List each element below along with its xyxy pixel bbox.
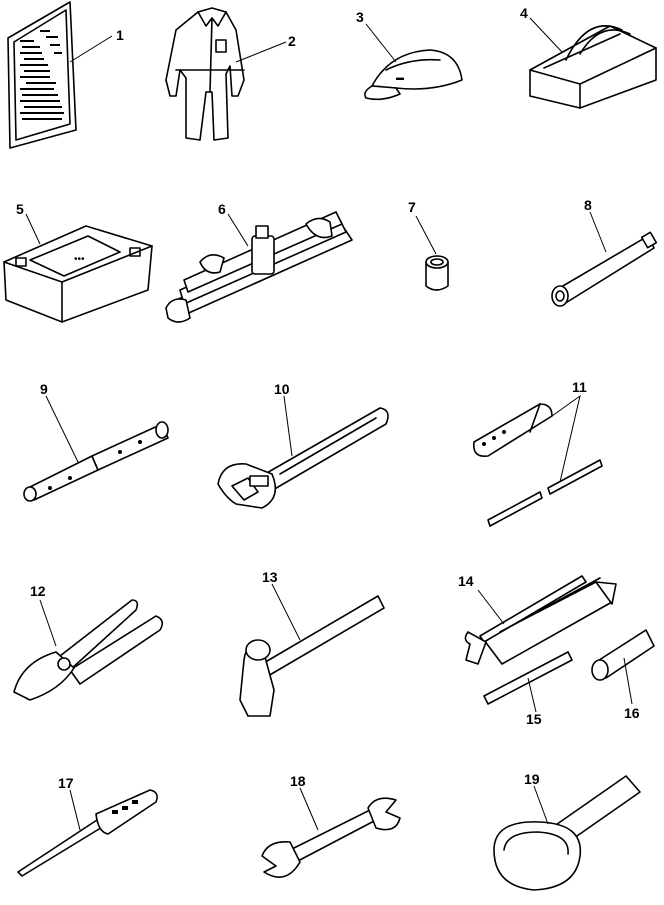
label-4: 4 [520, 5, 528, 21]
cap-icon: ▬ [364, 49, 463, 101]
wrench-set-icon [165, 211, 353, 323]
label-14: 14 [458, 573, 474, 589]
label-9: 9 [40, 381, 48, 397]
socket-extension-icon [551, 231, 658, 307]
label-11: 11 [572, 379, 587, 395]
label-13: 13 [262, 569, 278, 585]
label-10: 10 [274, 381, 290, 397]
feeler-gauge-icon [17, 789, 158, 877]
label-16: 16 [624, 705, 640, 721]
label-8: 8 [584, 197, 592, 213]
screwdriver-bits-icon [23, 421, 169, 502]
svg-text:•••: ••• [74, 254, 85, 265]
label-17: 17 [58, 775, 74, 791]
label-6: 6 [218, 201, 226, 217]
socket-icon [425, 255, 449, 291]
label-7: 7 [408, 199, 416, 215]
grease-gun-icon [464, 575, 617, 665]
label-1: 1 [116, 27, 124, 43]
cartridge-icon [591, 629, 655, 681]
tool-bag-icon [529, 25, 657, 109]
toolbox-icon: ••• [3, 225, 153, 323]
coverall-icon [165, 7, 245, 141]
adjustable-wrench-icon [217, 407, 389, 509]
label-12: 12 [30, 583, 46, 599]
spanner-icon [261, 797, 401, 878]
label-2: 2 [288, 33, 296, 49]
label-15: 15 [526, 711, 542, 727]
svg-text:▬: ▬ [396, 73, 404, 82]
pliers-icon [13, 599, 164, 701]
manual-icon [7, 1, 77, 149]
label-5: 5 [16, 201, 24, 217]
label-3: 3 [356, 9, 364, 25]
screwdriver-icon [472, 403, 603, 527]
hammer-icon [239, 595, 385, 717]
label-19: 19 [524, 771, 540, 787]
filter-wrench-icon [493, 775, 641, 891]
label-18: 18 [290, 773, 306, 789]
